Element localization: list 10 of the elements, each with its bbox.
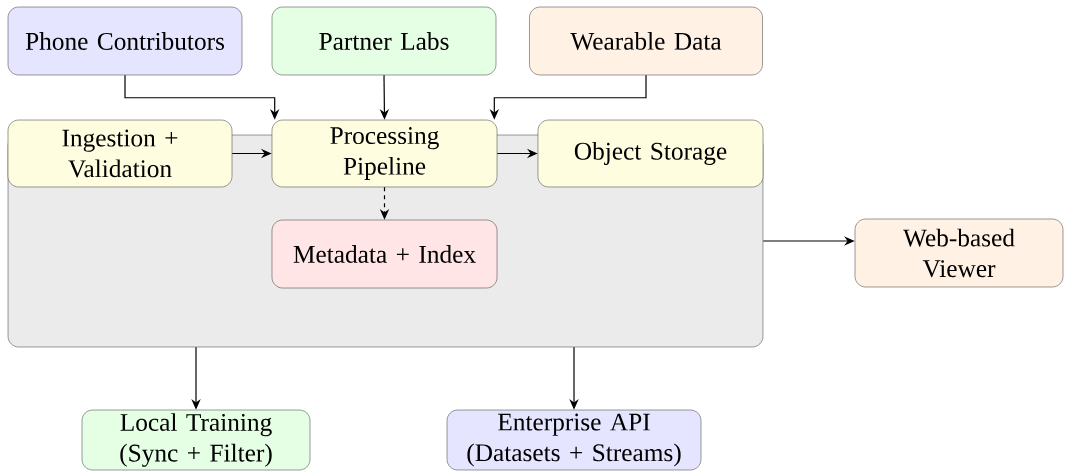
process-box: Phone Contributors <box>7 6 243 76</box>
process-box: Processing Pipeline <box>271 119 498 188</box>
process-box: Object Storage <box>537 119 764 188</box>
process-box: Web-based Viewer <box>854 218 1064 288</box>
process-box: Ingestion + Validation <box>7 119 233 188</box>
process-box: Metadata + Index <box>271 219 498 289</box>
process-box: Wearable Data <box>529 6 763 76</box>
process-box: Enterprise API (Datasets + Streams) <box>446 409 702 471</box>
process-box: Local Training (Sync + Filter) <box>81 409 311 471</box>
process-box: Partner Labs <box>271 6 497 76</box>
